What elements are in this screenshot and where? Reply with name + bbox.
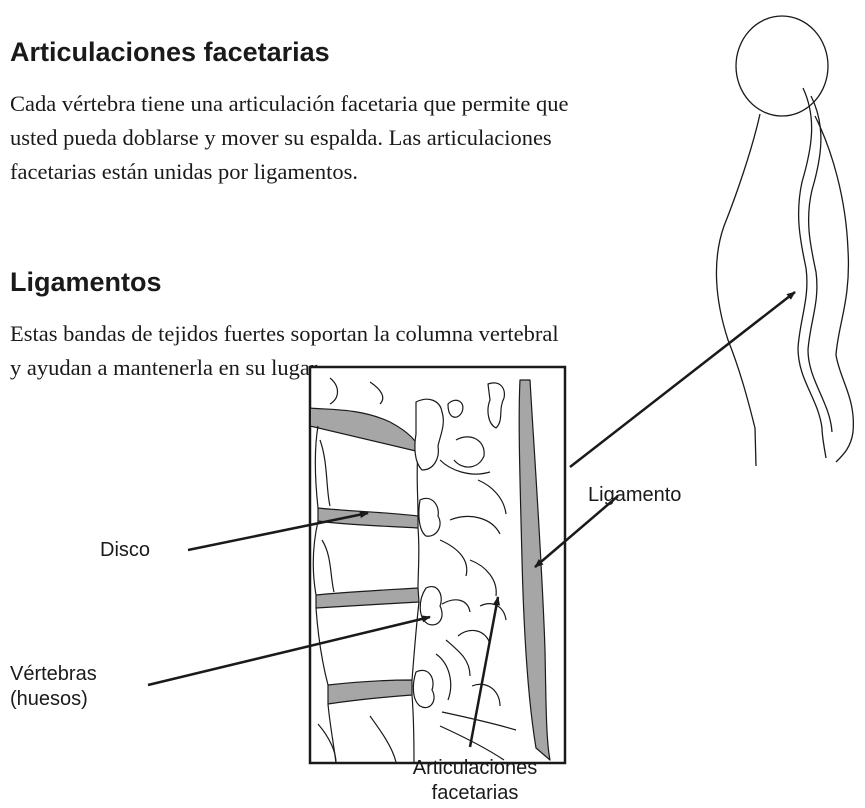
head-outline [735, 15, 829, 117]
facet-joints-label: Articulaciones facetarias [412, 757, 538, 804]
ligament-pointer [534, 495, 619, 568]
back-contour [715, 113, 761, 467]
facet-joints-paragraph: Cada vértebra tiene una articulación fac… [10, 91, 569, 184]
spine-line-right [807, 95, 833, 433]
body-silhouette [715, 15, 855, 467]
vertebral-bodies [312, 425, 420, 762]
ligament-band [518, 379, 551, 761]
heading-ligaments: Ligamentos [10, 267, 162, 297]
spine-detail-lines [317, 377, 517, 762]
disc-pointer [187, 511, 369, 552]
vertebra-body-2 [312, 520, 420, 596]
facet-3 [419, 586, 443, 626]
heading-facet-joints: Articulaciones facetarias [10, 37, 330, 67]
posterior-elements [412, 382, 505, 709]
pointer-lines [147, 291, 796, 748]
facet-4 [412, 669, 435, 709]
vertebrae-label: Vértebras (huesos) [10, 663, 97, 710]
vertebra-body-3 [315, 601, 420, 686]
ligament-label: Ligamento [588, 484, 682, 506]
facet-1 [414, 398, 444, 471]
ligaments-paragraph: Estas bandas de tejidos fuertes soportan… [10, 321, 559, 380]
facet-2 [418, 497, 441, 537]
spine-line-left [797, 87, 827, 459]
facet-joints-pointer [468, 596, 501, 748]
spine-closeup [311, 377, 551, 762]
disc-label: Disco [100, 539, 151, 561]
body-spine-pointer [569, 291, 796, 468]
vertebrae-pointer [147, 615, 431, 687]
front-contour [814, 115, 855, 463]
